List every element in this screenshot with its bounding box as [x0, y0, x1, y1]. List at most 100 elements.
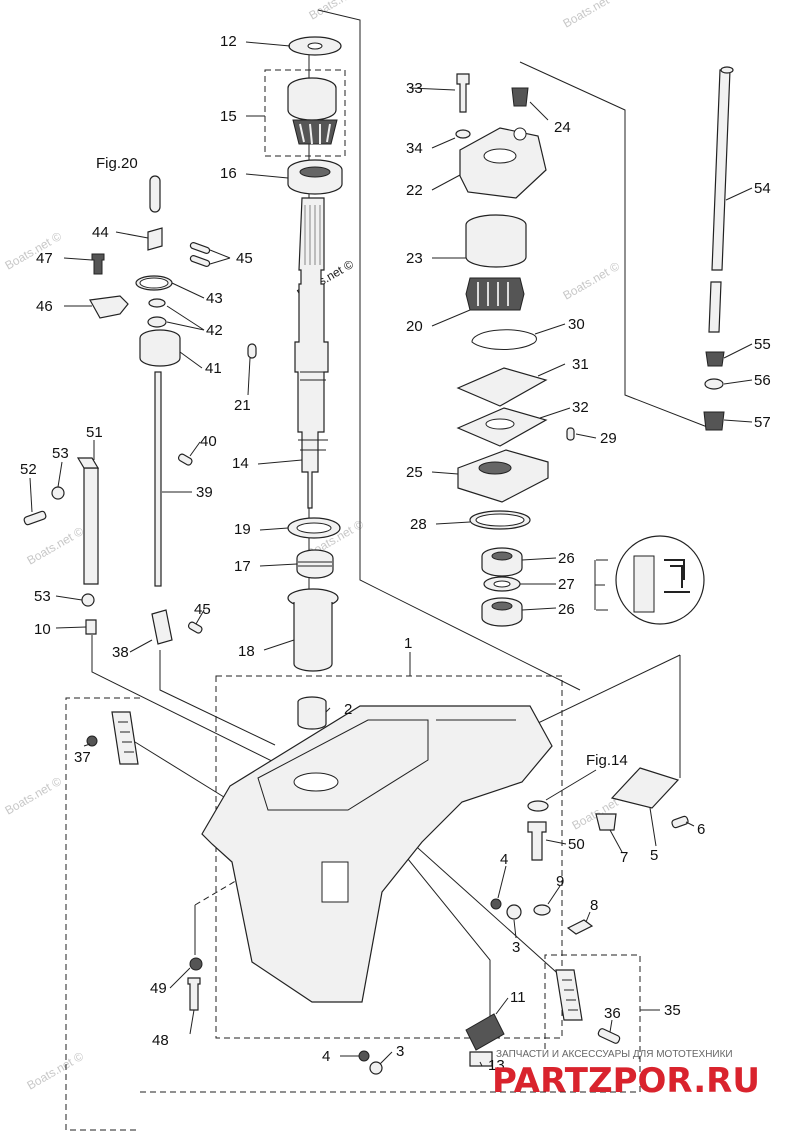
callout-55: 55	[754, 336, 771, 353]
key-21	[247, 343, 257, 359]
seal-56	[704, 378, 724, 390]
callout-43: 43	[206, 290, 223, 307]
callout-40: 40	[200, 433, 217, 450]
callout-9: 9	[556, 873, 564, 890]
callout-16: 16	[220, 165, 237, 182]
callout-39: 39	[196, 484, 213, 501]
bolt-47	[91, 253, 105, 275]
callout-18: 18	[238, 643, 255, 660]
forward-gear-11	[465, 1013, 505, 1051]
watermark: Boats.net ©	[25, 1049, 87, 1093]
washer-fig14	[527, 800, 549, 812]
watermark: Boats.net ©	[3, 774, 65, 818]
seal-42	[148, 298, 166, 308]
callout-4: 4	[322, 1048, 330, 1065]
figure-ref-fig20: Fig.20	[96, 155, 138, 172]
callout-7: 7	[620, 849, 628, 866]
pin-45	[187, 621, 203, 634]
callout-31: 31	[572, 356, 589, 373]
bushing-2	[297, 696, 327, 730]
callout-41: 41	[205, 360, 222, 377]
grille-35	[555, 969, 583, 1021]
screw-8	[566, 919, 594, 935]
callout-19: 19	[234, 521, 251, 538]
bolt-48	[187, 977, 201, 1011]
callout-56: 56	[754, 372, 771, 389]
callout-24: 24	[554, 119, 571, 136]
callout-17: 17	[234, 558, 251, 575]
clip-7	[595, 813, 617, 831]
callout-51: 51	[86, 424, 103, 441]
callout-32: 32	[572, 399, 589, 416]
callout-48: 48	[152, 1032, 169, 1049]
callout-6: 6	[697, 821, 705, 838]
washer-34	[455, 129, 471, 139]
water-tube-54	[711, 69, 731, 271]
callout-30: 30	[568, 316, 585, 333]
group-box-15	[264, 69, 346, 157]
callout-10: 10	[34, 621, 51, 638]
callout-13: 13	[488, 1057, 505, 1074]
callout-52: 52	[20, 461, 37, 478]
washer-9	[533, 904, 551, 916]
watermark: Boats.net ©	[3, 229, 65, 273]
brand-logo: ЗАПЧАСТИ И АКСЕССУАРЫ ДЛЯ МОТОТЕХНИКИ PA…	[492, 1049, 760, 1101]
callout-2: 2	[344, 701, 352, 718]
callout-15: 15	[220, 108, 237, 125]
callout-1: 1	[404, 635, 412, 652]
gasket-30	[471, 329, 537, 350]
rod-link-38	[151, 609, 173, 645]
callout-54: 54	[754, 180, 771, 197]
grommet-57	[703, 411, 725, 431]
callout-23: 23	[406, 250, 423, 267]
brand-logo-text: PARTZPOR.RU	[492, 1061, 760, 1101]
callout-8: 8	[590, 897, 598, 914]
callout-33: 33	[406, 80, 423, 97]
grommet-53	[51, 486, 65, 500]
nut-13	[469, 1051, 493, 1067]
fitting-10	[85, 619, 97, 635]
grommet-55	[705, 351, 725, 367]
callout-21: 21	[234, 397, 251, 414]
callout-42: 42	[206, 322, 223, 339]
pin-45	[189, 242, 211, 254]
pinion-gear-15	[287, 77, 337, 121]
callout-44: 44	[92, 224, 109, 241]
callout-29: 29	[600, 430, 617, 447]
callout-3: 3	[512, 939, 520, 956]
screw-3	[506, 904, 522, 920]
watermark: Boats.net ©	[307, 0, 369, 23]
callout-3: 3	[396, 1043, 404, 1060]
washer-4	[490, 898, 502, 910]
callout-57: 57	[754, 414, 771, 431]
callout-12: 12	[220, 33, 237, 50]
screw-3	[369, 1061, 383, 1075]
callout-labels: 1 2 3 3 4 4 5 6 7 8 9 10 11 12 13 14 15 …	[20, 33, 771, 1074]
pin-29	[566, 427, 575, 441]
callout-22: 22	[406, 182, 423, 199]
screw-52	[23, 510, 47, 526]
insert-cartridge-23	[465, 214, 527, 268]
callout-27: 27	[558, 576, 575, 593]
callout-45: 45	[236, 250, 253, 267]
fig20-rod-end	[149, 175, 161, 213]
bolt-33	[456, 73, 470, 113]
grommet-24	[511, 87, 529, 107]
figure-ref-fig14: Fig.14	[586, 752, 628, 769]
callout-49: 49	[150, 980, 167, 997]
watermark: Boats.net ©	[561, 0, 623, 31]
callout-37: 37	[74, 749, 91, 766]
cover-51	[83, 467, 99, 585]
callout-47: 47	[36, 250, 53, 267]
callout-5: 5	[650, 847, 658, 864]
callout-46: 46	[36, 298, 53, 315]
callout-20: 20	[406, 318, 423, 335]
callout-leaders	[29, 41, 753, 1067]
grille-37	[111, 711, 139, 765]
brand-tagline: ЗАПЧАСТИ И АКСЕССУАРЫ ДЛЯ МОТОТЕХНИКИ	[496, 1049, 733, 1060]
callout-11: 11	[510, 989, 526, 1006]
screw-6	[671, 815, 689, 829]
group-boxes	[65, 69, 641, 1131]
watermark: Boats.net ©	[561, 259, 623, 303]
